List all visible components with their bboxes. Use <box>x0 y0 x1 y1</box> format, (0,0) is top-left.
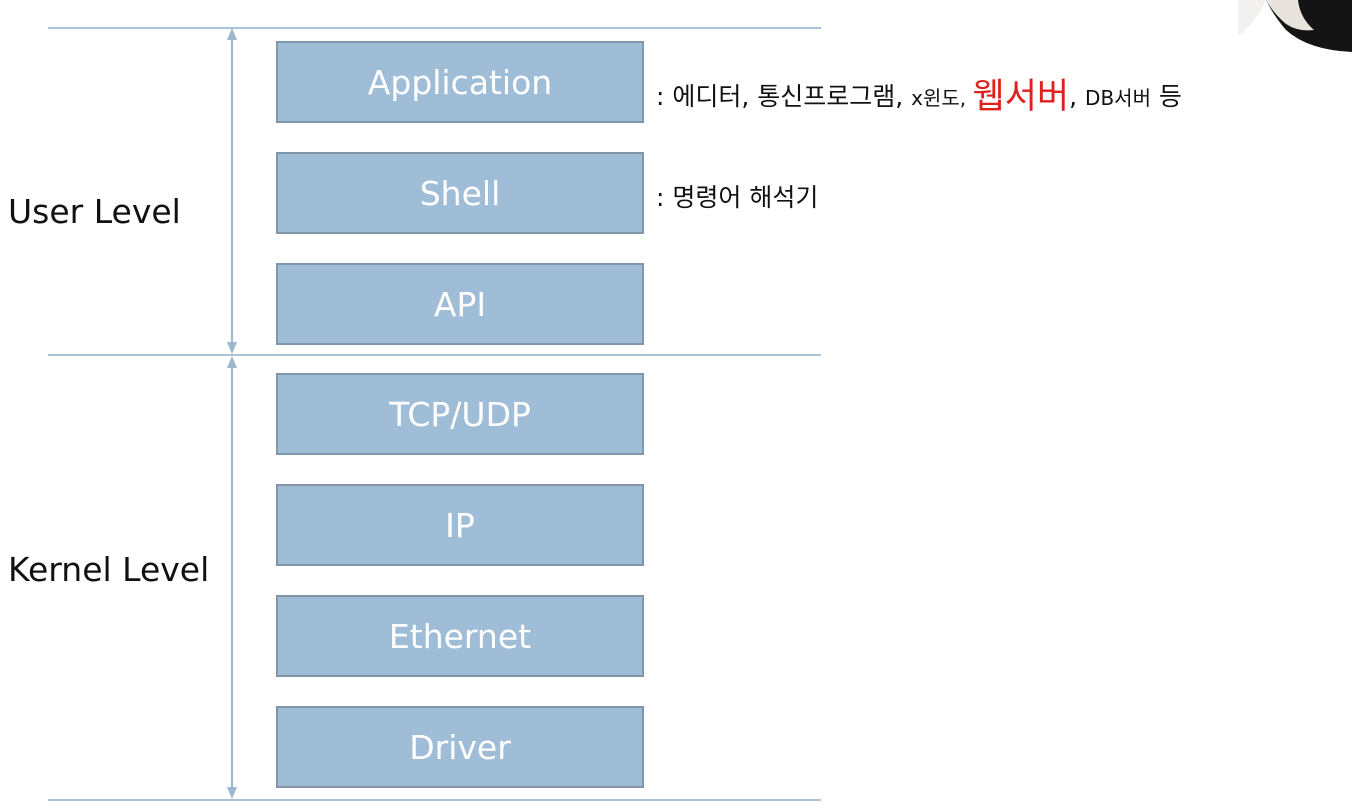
kernel-level-arrow <box>227 356 237 799</box>
user-level-label: User Level <box>8 192 181 231</box>
application-note: : 에디터, 통신프로그램, x윈도, 웹서버, DB서버 등 <box>656 68 1182 119</box>
application-note-highlight: 웹서버 <box>972 77 1070 117</box>
ip-layer-box: IP <box>276 484 644 566</box>
shell-layer-box: Shell <box>276 152 644 234</box>
application-note-x-window: x윈도, <box>911 86 973 110</box>
tcp-udp-layer-box: TCP/UDP <box>276 373 644 455</box>
level-axis-arrows <box>227 28 237 799</box>
application-note-db: DB서버 <box>1085 86 1151 110</box>
application-layer-box: Application <box>276 41 644 123</box>
kernel-level-label: Kernel Level <box>8 550 210 589</box>
ethernet-layer-box: Ethernet <box>276 595 644 677</box>
application-note-comma: , <box>1069 82 1086 111</box>
application-note-suffix: 등 <box>1150 82 1182 111</box>
api-layer-box: API <box>276 263 644 345</box>
driver-layer-box: Driver <box>276 706 644 788</box>
presenter-photo-image <box>1238 0 1352 52</box>
level-boundary-line <box>48 354 821 356</box>
user-level-arrow <box>227 28 237 354</box>
bottom-separator-line <box>48 799 821 801</box>
presenter-photo <box>1238 0 1352 52</box>
application-note-prefix: : 에디터, 통신프로그램, <box>656 82 912 111</box>
top-separator-line <box>48 27 821 29</box>
shell-note: : 명령어 해석기 <box>656 183 819 212</box>
